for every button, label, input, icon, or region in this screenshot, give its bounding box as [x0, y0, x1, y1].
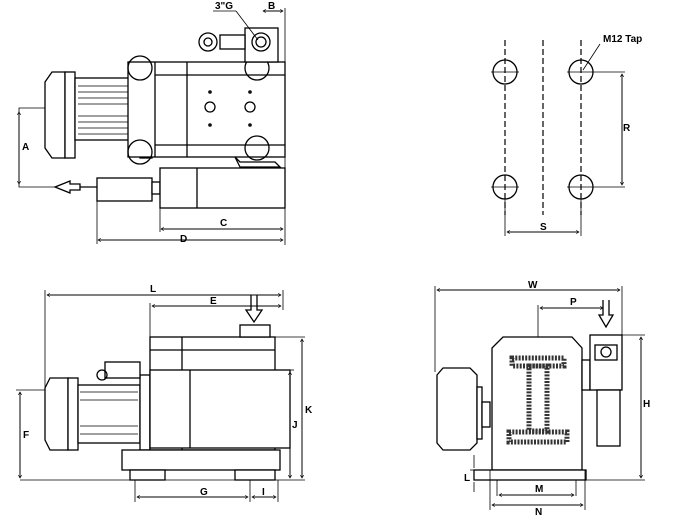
mounting-hole-view: R S M12 Tap — [491, 34, 642, 236]
pump-body — [127, 61, 286, 158]
dim-s-label: S — [540, 222, 547, 233]
oil-filter — [596, 389, 621, 447]
dim-h-label: H — [643, 399, 650, 410]
dim-r-label: R — [623, 123, 631, 134]
port-size-label: 3"G — [215, 1, 233, 12]
motor-body — [77, 384, 141, 444]
dim-i-label: I — [262, 487, 265, 498]
top-view: A B 3"G C D — [19, 1, 286, 245]
dim-g-label: G — [200, 487, 208, 498]
dim-p-label: P — [570, 297, 577, 308]
dim-l-label: L — [150, 284, 156, 295]
dim-b-label: B — [268, 1, 275, 12]
dim-m-label: M — [535, 484, 543, 495]
exhaust-arrow-icon — [53, 180, 97, 194]
end-view: W P H L M N — [434, 280, 650, 518]
terminal-box — [104, 361, 141, 379]
dim-w-label: W — [528, 280, 538, 291]
oil-filter-body — [159, 167, 286, 209]
motor-end — [436, 367, 478, 451]
base-frame — [121, 449, 281, 471]
dim-a-label: A — [22, 142, 29, 153]
inlet-arrow-icon — [244, 295, 264, 324]
exhaust-cylinder — [96, 177, 153, 202]
base-frame — [473, 469, 587, 481]
inlet-flange — [239, 324, 271, 338]
dim-j-label: J — [292, 420, 298, 431]
dim-k-label: K — [305, 405, 313, 416]
dim-n-label: N — [535, 507, 542, 518]
dim-e-label: E — [210, 296, 217, 307]
dim-end-l-label: L — [464, 473, 470, 484]
dim-f-label: F — [23, 430, 29, 441]
inlet-arrow-icon — [597, 300, 615, 329]
inlet-port — [589, 334, 623, 391]
motor-fan-cover — [44, 71, 66, 159]
tap-size-label: M12 Tap — [603, 34, 642, 45]
model-logo — [506, 355, 570, 445]
dim-d-label: D — [180, 234, 187, 245]
side-view: L E K J F G I — [16, 284, 313, 502]
dim-c-label: C — [220, 218, 227, 229]
